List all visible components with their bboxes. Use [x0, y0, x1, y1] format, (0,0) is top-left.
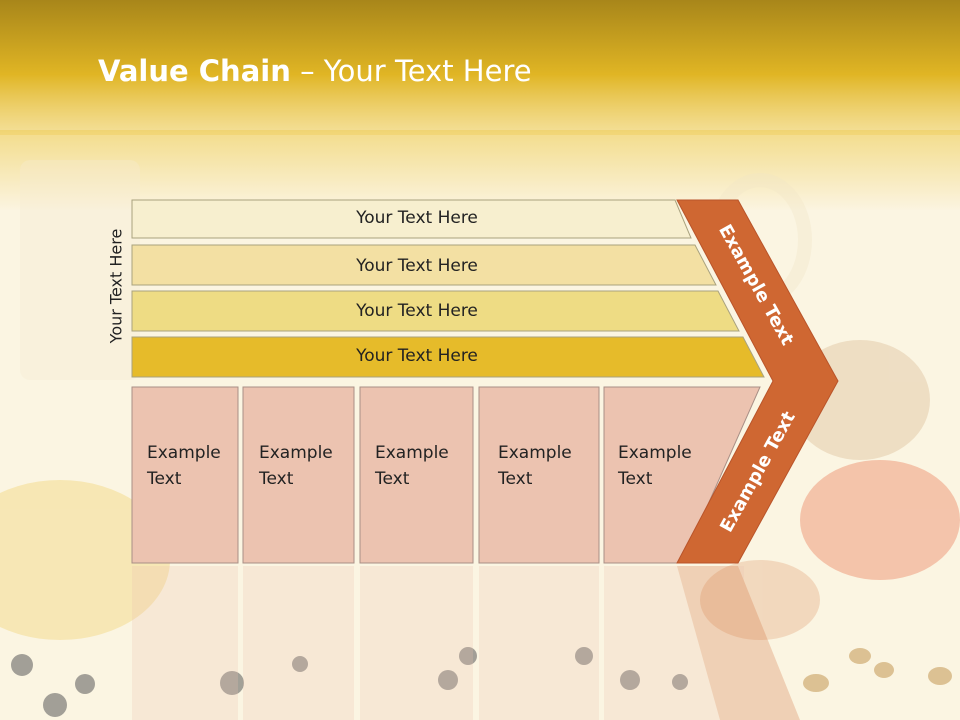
row-bar-3 — [131, 290, 740, 332]
column-box-1 — [131, 386, 239, 564]
diagram-reflection — [132, 566, 800, 720]
row-bar-2 — [131, 244, 717, 286]
title-rest: – Your Text Here — [290, 54, 532, 88]
column-text-4: Example Text — [498, 443, 572, 489]
column-text-2: Example Text — [259, 443, 333, 489]
row-bar-1 — [131, 199, 692, 239]
row-bar-4 — [131, 336, 765, 378]
column-box-3 — [359, 386, 474, 564]
page-title: Value Chain – Your Text Here — [98, 54, 532, 88]
column-box-2 — [242, 386, 355, 564]
row-text-3: Your Text Here — [356, 301, 478, 321]
row-text-1: Your Text Here — [356, 208, 478, 228]
column-text-3: Example Text — [375, 443, 449, 489]
column-box-4 — [478, 386, 600, 564]
chevron-arrow — [676, 199, 839, 564]
title-bold: Value Chain — [98, 54, 291, 88]
column-text-5: Example Text — [618, 443, 692, 489]
column-text-1: Example Text — [147, 443, 221, 489]
row-text-2: Your Text Here — [356, 256, 478, 276]
row-text-4: Your Text Here — [356, 346, 478, 366]
